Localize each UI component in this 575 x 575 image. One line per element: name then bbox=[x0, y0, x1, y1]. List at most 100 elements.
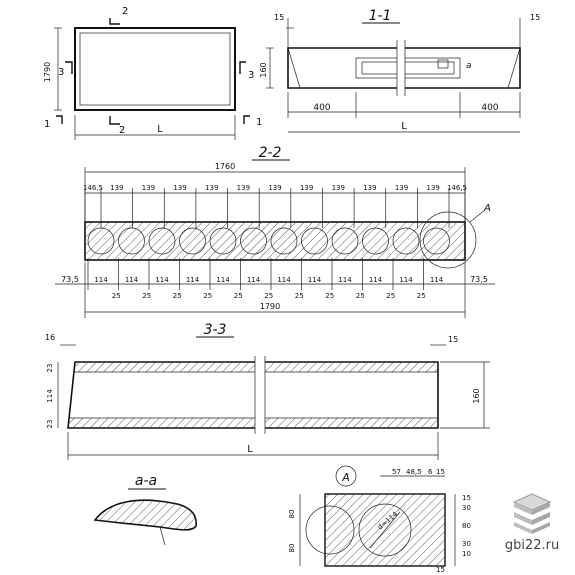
bottom-25-label: 25 bbox=[234, 292, 243, 300]
void-circle bbox=[148, 227, 176, 255]
detail-dim-10: 10 bbox=[462, 550, 471, 558]
plan-view: 1790 L 2 2 3 3 1 1 bbox=[43, 6, 262, 140]
top-segment-label: 139 bbox=[426, 184, 439, 192]
section-a-a: a-a bbox=[93, 473, 197, 546]
section-a-a-title: a-a bbox=[135, 473, 157, 489]
sec11-end-left: 15 bbox=[274, 13, 284, 22]
bottom-25-label: 25 bbox=[417, 292, 426, 300]
void-circle bbox=[423, 227, 450, 255]
sec11-end-right: 15 bbox=[530, 13, 540, 22]
detail-a-callout-circle bbox=[419, 211, 477, 269]
section-1-1-title: 1-1 bbox=[369, 8, 392, 24]
void-circle bbox=[118, 227, 145, 255]
detail-dim-15s: 15 bbox=[462, 494, 471, 502]
sec33-top-layer: 23 bbox=[46, 364, 54, 373]
top-segment-label: 139 bbox=[363, 184, 376, 192]
detail-dim-30: 30 bbox=[462, 504, 471, 512]
bottom-25-label: 25 bbox=[264, 292, 273, 300]
sec33-bottom-layer: 23 bbox=[46, 420, 54, 429]
sec22-bottom-outer-right: 73,5 bbox=[470, 275, 488, 284]
top-segment-label: 139 bbox=[332, 184, 345, 192]
top-segment-label: 139 bbox=[173, 184, 186, 192]
section-3-3: 3-3 23 114 23 160 16 15 L bbox=[45, 322, 490, 460]
bottom-114-label: 114 bbox=[155, 276, 169, 284]
sec33-length: L bbox=[247, 444, 253, 455]
void-circle bbox=[270, 227, 298, 255]
sec11-length: L bbox=[401, 121, 407, 132]
detail-dim-15: 15 bbox=[436, 468, 445, 476]
top-segment-label: 146,5 bbox=[447, 184, 467, 192]
bottom-114-label: 114 bbox=[338, 276, 352, 284]
plan-cut-3-left: 3 bbox=[58, 67, 64, 78]
detail-a-title: A bbox=[341, 471, 350, 484]
top-segment-label: 139 bbox=[142, 184, 155, 192]
bottom-25-label: 25 bbox=[173, 292, 182, 300]
plan-cut-1-left: 1 bbox=[44, 119, 50, 130]
detail-dim-30b: 30 bbox=[462, 540, 471, 548]
bottom-25-label: 25 bbox=[325, 292, 334, 300]
detail-dim-57: 57 bbox=[392, 468, 401, 476]
plan-cut-2-top: 2 bbox=[122, 6, 128, 17]
bottom-114-label: 114 bbox=[247, 276, 261, 284]
detail-dim-6: 6 bbox=[428, 468, 433, 476]
void-circle bbox=[392, 227, 420, 255]
void-circle bbox=[87, 227, 115, 255]
void-circle bbox=[240, 227, 267, 255]
bottom-114-label: 114 bbox=[216, 276, 230, 284]
void-circle bbox=[209, 227, 237, 255]
void-circle bbox=[331, 227, 359, 255]
void-circle bbox=[179, 227, 206, 255]
bottom-114-label: 114 bbox=[399, 276, 413, 284]
sec33-height: 160 bbox=[472, 388, 481, 403]
bottom-25-label: 25 bbox=[356, 292, 365, 300]
sec11-off-left: 400 bbox=[313, 103, 330, 113]
bottom-25-label: 25 bbox=[386, 292, 395, 300]
plan-height-dim: 1790 bbox=[43, 62, 52, 82]
sec33-end-right: 15 bbox=[448, 335, 458, 344]
sec22-overall-top: 1760 bbox=[215, 162, 235, 171]
bottom-114-label: 114 bbox=[125, 276, 139, 284]
section-3-3-title: 3-3 bbox=[204, 322, 227, 338]
detail-dim-15b: 15 bbox=[436, 566, 445, 574]
top-segment-label: 139 bbox=[110, 184, 123, 192]
detail-a-badge bbox=[335, 465, 357, 487]
plan-length-dim: L bbox=[157, 124, 163, 135]
top-segment-label: 139 bbox=[237, 184, 250, 192]
top-segment-label: 139 bbox=[205, 184, 218, 192]
bottom-114-label: 114 bbox=[186, 276, 200, 284]
plan-cut-2-bottom: 2 bbox=[119, 125, 125, 136]
void-circle bbox=[301, 227, 328, 255]
detail-dim-80b: 80 bbox=[288, 544, 296, 553]
top-segment-label: 139 bbox=[268, 184, 281, 192]
top-segment-label: 139 bbox=[300, 184, 313, 192]
sec11-off-right: 400 bbox=[481, 103, 498, 113]
top-segment-label: 139 bbox=[395, 184, 408, 192]
detail-a: A d=114 57 48,5 6 15 80 80 15 30 80 30 1… bbox=[288, 465, 471, 574]
void-circle bbox=[362, 227, 389, 255]
sec22-bottom-outer-left: 73,5 bbox=[61, 275, 79, 284]
bottom-114-label: 114 bbox=[277, 276, 291, 284]
bottom-114-label: 114 bbox=[369, 276, 383, 284]
sec11-height: 160 bbox=[259, 62, 268, 77]
bottom-25-label: 25 bbox=[203, 292, 212, 300]
bottom-114-label: 114 bbox=[430, 276, 444, 284]
plan-cut-3-right: 3 bbox=[248, 70, 254, 81]
detail-dim-80c: 80 bbox=[462, 522, 471, 530]
stack-logo-icon bbox=[512, 493, 552, 534]
bottom-114-label: 114 bbox=[94, 276, 108, 284]
watermark-text: gbi22.ru bbox=[504, 538, 560, 553]
sec33-end-left: 16 bbox=[45, 333, 55, 342]
plan-cut-1-right: 1 bbox=[256, 117, 262, 128]
bottom-25-label: 25 bbox=[112, 292, 121, 300]
bottom-25-label: 25 bbox=[295, 292, 304, 300]
watermark: gbi22.ru bbox=[501, 490, 563, 553]
detail-dim-48: 48,5 bbox=[406, 468, 422, 476]
section-1-1: 1-1 a 160 15 15 400 400 L bbox=[259, 8, 540, 133]
sec22-callout: A bbox=[483, 203, 491, 214]
sec22-overall-bottom: 1790 bbox=[260, 302, 280, 311]
sec11-cut-a: a bbox=[466, 61, 472, 71]
